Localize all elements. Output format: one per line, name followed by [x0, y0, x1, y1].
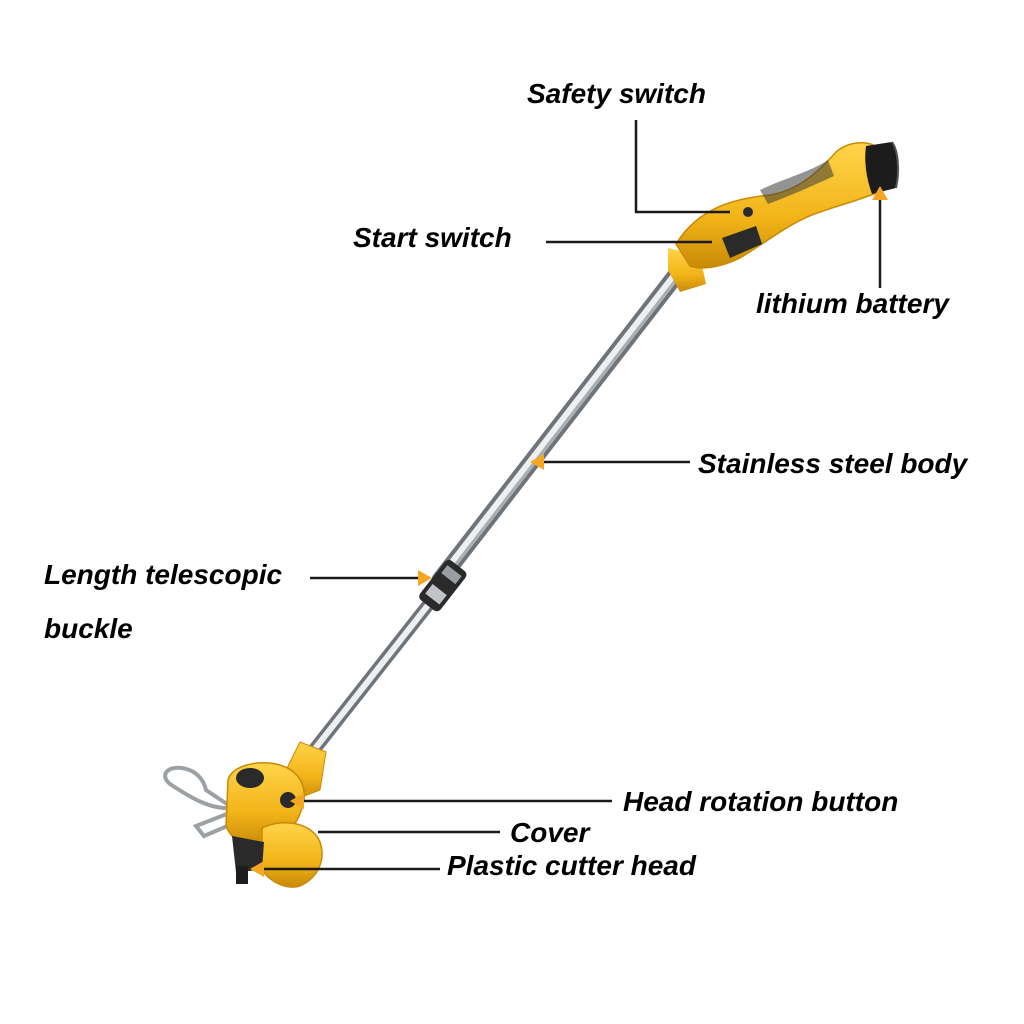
label-lithium-battery: lithium battery: [756, 288, 949, 319]
arrow-stainless-steel-body: [530, 454, 544, 470]
pointer-arrows: [250, 186, 888, 877]
leader-lines: [258, 120, 882, 871]
handle: [668, 141, 900, 292]
label-buckle: buckle: [44, 613, 133, 644]
label-head-rotation-button: Head rotation button: [623, 786, 899, 817]
label-length-telescopic: Length telescopic: [44, 559, 283, 590]
label-plastic-cutter-head: Plastic cutter head: [447, 850, 696, 881]
label-start-switch: Start switch: [353, 222, 512, 253]
upper-shaft: [431, 261, 689, 589]
label-stainless-steel-body: Stainless steel body: [698, 448, 968, 479]
label-cover: Cover: [510, 817, 590, 848]
label-safety-switch: Safety switch: [527, 78, 706, 109]
lower-shaft: [303, 593, 439, 762]
arrow-plastic-cutter-head: [250, 861, 264, 877]
leader-safety-switch: [634, 120, 730, 214]
arrow-telescopic-buckle: [418, 570, 432, 586]
arrow-lithium-battery: [872, 186, 888, 200]
telescopic-buckle: [419, 559, 467, 612]
cutter-head-assembly: [163, 741, 327, 888]
arrow-head-rotation-button: [290, 793, 304, 809]
